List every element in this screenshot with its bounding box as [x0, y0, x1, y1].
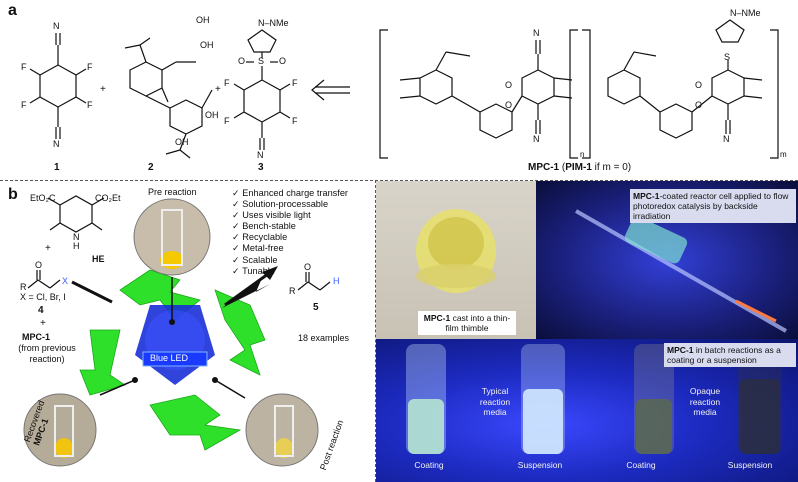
catalyst-label: MPC-1 [22, 332, 51, 342]
substrate-label: 4 [38, 305, 44, 316]
plus-1: + [100, 84, 106, 95]
product-h-atom: H [333, 276, 340, 286]
feature-item: ✓ Metal-free [232, 243, 284, 254]
atom-f-3-3: F [224, 116, 230, 126]
subscript-n: n [580, 150, 585, 159]
compound-1-label: 1 [54, 162, 60, 173]
atom-s-poly: S [724, 52, 731, 62]
atom-nme-poly: N–NMe [730, 8, 761, 18]
atom-f-1: F [21, 62, 27, 72]
atom-n-poly-1-bottom: N [533, 134, 540, 144]
atom-n-poly-2-bottom: N [723, 134, 730, 144]
examples-label: 18 examples [298, 333, 350, 343]
feature-item: ✓ Tunable [232, 265, 275, 276]
catalyst-note: (from previous reaction) [18, 343, 76, 364]
polymer-label: MPC-1 (PIM-1 if m = 0) [528, 162, 632, 173]
plus-catalyst: + [40, 318, 46, 329]
feature-list: ✓ Enhanced charge transfer ✓ Solution-pr… [232, 188, 348, 277]
atom-f-3-2: F [292, 78, 298, 88]
panel-letter-a: a [8, 2, 17, 19]
pre-reaction-label: Pre reaction [148, 187, 197, 197]
thimble-caption: MPC-1 cast into a thin-film thimble [418, 311, 516, 335]
opaque-media-label: Opaque reaction media [689, 386, 721, 417]
atom-o-poly-1: O [505, 80, 513, 90]
he-h-atom: H [73, 241, 80, 251]
atom-f-3-1: F [224, 78, 230, 88]
atom-f-3-4: F [292, 116, 298, 126]
he-n-atom: N [73, 232, 80, 242]
substrate-o-atom: O [35, 260, 43, 270]
substrate-r-atom: R [20, 282, 27, 292]
atom-f-3: F [21, 100, 27, 110]
atom-oh-3: OH [205, 110, 219, 120]
panel-b-graphic [23, 195, 331, 467]
atom-f-2: F [87, 62, 93, 72]
atom-oh-2: OH [200, 40, 214, 50]
atom-n-3: N [257, 150, 264, 160]
feature-item: ✓ Solution-processable [232, 199, 329, 210]
atom-f-4: F [87, 100, 93, 110]
atom-o-poly-3: O [695, 80, 703, 90]
he-label: HE [92, 254, 105, 264]
feature-item: ✓ Scalable [232, 254, 278, 265]
ester-left: EtO₂C [30, 193, 56, 203]
atom-nme: N–NMe [258, 18, 289, 28]
batch-label-1: Coating [414, 460, 444, 470]
feature-item: ✓ Uses visible light [232, 210, 311, 221]
reactor-caption: MPC-1-coated reactor cell applied to flo… [630, 189, 796, 223]
product-label: 5 [313, 302, 319, 313]
thimble-image [416, 209, 496, 293]
atom-o-poly-2: O [505, 100, 513, 110]
atom-n-1-bottom: N [53, 139, 60, 149]
panel-letter-b: b [8, 186, 18, 203]
plus-2: + [215, 84, 221, 95]
led-label: Blue LED [150, 353, 189, 363]
panel-divider-vertical [375, 180, 376, 482]
feature-item: ✓ Bench-stable [232, 221, 296, 232]
atom-n-poly-1-top: N [533, 28, 540, 38]
typical-media-label: Typical reaction media [479, 386, 511, 417]
substrate-x-atom: X [62, 276, 69, 286]
product-r-atom: R [289, 286, 296, 296]
plus-he: + [45, 243, 51, 254]
atom-oh-1: OH [196, 15, 210, 25]
atom-o-s-left: O [238, 56, 246, 66]
subscript-m: m [780, 150, 787, 159]
ester-right: CO₂Et [95, 193, 121, 203]
reactor-image [575, 209, 787, 333]
x-definition: X = Cl, Br, I [20, 292, 66, 302]
compound-3-label: 3 [258, 162, 264, 173]
atom-o-s-right: O [279, 56, 287, 66]
compound-2-label: 2 [148, 162, 154, 173]
feature-item: ✓ Enhanced charge transfer [232, 188, 348, 198]
batch-caption: MPC-1 in batch reactions as a coating or… [664, 343, 796, 367]
atom-o-poly-4: O [695, 100, 703, 110]
panel-divider-horizontal [0, 180, 798, 181]
product-o-atom: O [304, 262, 312, 272]
atom-s: S [258, 56, 265, 66]
batch-image [406, 344, 782, 454]
batch-label-3: Coating [626, 460, 656, 470]
atom-oh-4: OH [175, 137, 189, 147]
batch-label-2: Suspension [517, 460, 563, 470]
feature-item: ✓ Recyclable [232, 232, 288, 243]
panel-a-structures [29, 19, 779, 159]
atom-n-1-top: N [53, 21, 60, 31]
batch-label-4: Suspension [727, 460, 773, 470]
